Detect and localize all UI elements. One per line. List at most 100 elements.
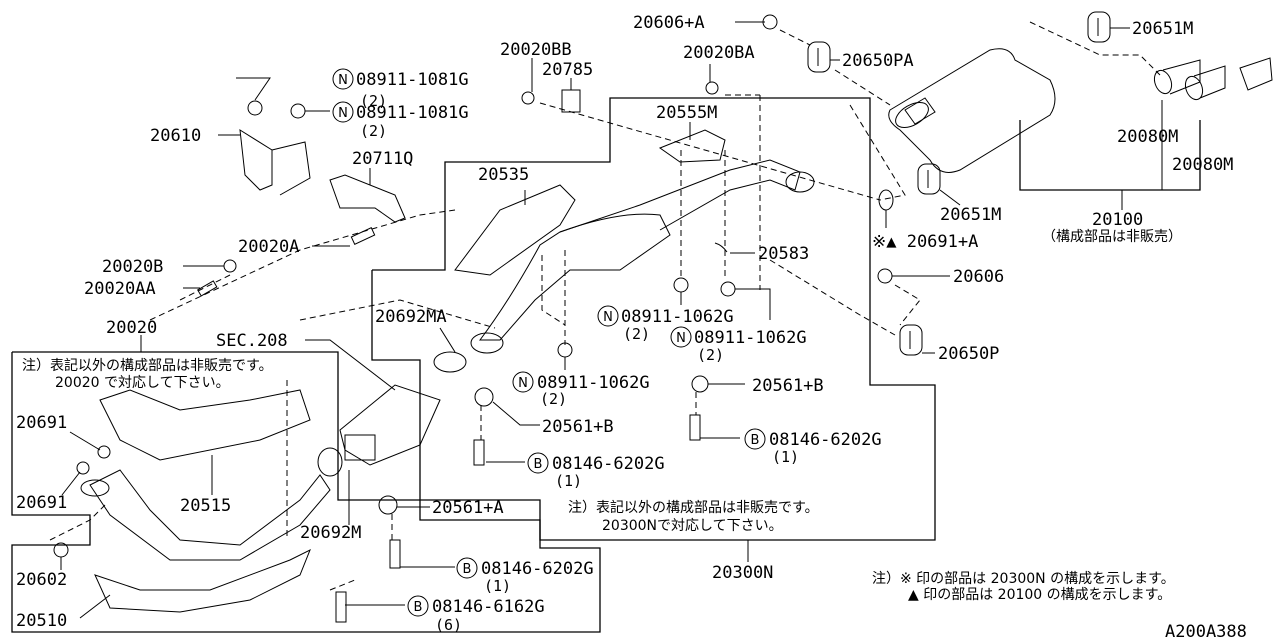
- frame-20300N: [371, 97, 936, 541]
- frame-20100: [1019, 120, 1201, 191]
- svg-text:08911-1062G: 08911-1062G: [694, 328, 807, 348]
- svg-text:N: N: [338, 106, 348, 121]
- svg-text:08146-6202G: 08146-6202G: [481, 559, 594, 579]
- front-exhaust-pipe: [80, 389, 331, 613]
- svg-text:08146-6202G: 08146-6202G: [769, 430, 882, 450]
- svg-text:B: B: [534, 457, 543, 472]
- svg-text:08911-1081G: 08911-1081G: [356, 103, 469, 123]
- nut-08911-1062G-b: [720, 281, 736, 297]
- label-20020: 20020: [106, 318, 157, 338]
- svg-text:08911-1062G: 08911-1062G: [621, 307, 734, 327]
- label-20650PA: 20650PA: [842, 51, 914, 71]
- gasket-20692M: [317, 447, 343, 477]
- label-20555M: 20555M: [656, 103, 717, 123]
- nut-08911-1062G-c: [557, 342, 573, 358]
- label-20510: 20510: [16, 611, 67, 631]
- heat-shield-20555M: [658, 129, 726, 163]
- svg-text:(1): (1): [484, 577, 511, 595]
- nut-08911-1081G-b: [290, 103, 306, 119]
- svg-text:08911-1062G: 08911-1062G: [537, 373, 650, 393]
- label-20711Q: 20711Q: [352, 149, 413, 169]
- svg-text:08911-1081G: 08911-1081G: [356, 70, 469, 90]
- hanger-20651M-mid: [917, 163, 941, 195]
- svg-text:(2): (2): [697, 346, 724, 364]
- svg-text:B: B: [751, 433, 760, 448]
- legend-note-line2: ▲ 印の部品は 20100 の構成を示します。: [908, 587, 1171, 603]
- gasket-20692MA: [433, 351, 467, 373]
- gasket-20691-a: [97, 445, 111, 459]
- label-20535: 20535: [478, 165, 529, 185]
- label-20020B: 20020B: [102, 257, 163, 277]
- note-20300N-line1: 注）表記以外の構成部品は非販売です。: [568, 499, 819, 516]
- heat-shield-20535: [454, 184, 576, 276]
- pre-catalyst-SEC208: [339, 384, 441, 466]
- label-20606: 20606: [953, 267, 1004, 287]
- hanger-20651M-top: [1087, 11, 1111, 43]
- bolt-08146-6162G: [335, 591, 347, 623]
- note-20020-line1: 注）表記以外の構成部品は非販売です。: [22, 357, 273, 374]
- svg-text:(2): (2): [540, 390, 567, 408]
- label-20602: 20602: [16, 570, 67, 590]
- label-20020A: 20020A: [238, 237, 299, 257]
- label-20020AA: 20020AA: [84, 279, 156, 299]
- svg-text:(6): (6): [435, 616, 462, 634]
- bracket-20785: [561, 89, 581, 113]
- fastener-callout: B 08146-6202G (1): [527, 452, 665, 490]
- gasket-20691-b: [76, 461, 90, 475]
- fastener-callout: N 08911-1062G (2): [512, 371, 650, 408]
- label-20691-a: 20691: [16, 413, 67, 433]
- label-20561B-1: 20561+B: [542, 417, 614, 437]
- clamp-20561A: [378, 495, 398, 515]
- fastener-callout: N 08911-1062G (2): [670, 326, 807, 364]
- label-20606A: 20606+A: [633, 13, 705, 33]
- bolt-20020A: [350, 227, 376, 245]
- label-20785: 20785: [542, 60, 593, 80]
- svg-text:B: B: [463, 562, 472, 577]
- nut-08911-1081G-a: [247, 100, 263, 116]
- nut-20020BB: [521, 91, 535, 105]
- svg-text:N: N: [603, 310, 613, 325]
- clamp-20561B-2: [691, 375, 709, 393]
- label-20020BB: 20020BB: [500, 40, 572, 60]
- label-20692M: 20692M: [300, 523, 361, 543]
- bolt-08146-6202G-b: [689, 414, 701, 441]
- label-20561A: 20561+A: [432, 498, 504, 518]
- svg-text:B: B: [414, 600, 423, 615]
- note-20020-line2: 20020 で対応して下さい。: [55, 375, 230, 391]
- svg-text:(1): (1): [555, 472, 582, 490]
- svg-text:(2): (2): [360, 122, 387, 140]
- fastener-callout: B 08146-6202G (1): [744, 428, 882, 466]
- label-20691-b: 20691: [16, 493, 67, 513]
- label-20650P: 20650P: [938, 344, 999, 364]
- center-pipe: [470, 159, 815, 354]
- bracket-20583: [714, 242, 728, 253]
- bolt-20606A: [762, 14, 778, 30]
- svg-text:08146-6162G: 08146-6162G: [432, 597, 545, 617]
- stud-20020AA: [197, 280, 218, 297]
- svg-text:(2): (2): [623, 325, 650, 343]
- fastener-callout: N 08911-1062G (2): [597, 305, 734, 343]
- bolt-20606: [877, 268, 893, 284]
- label-20080M-1: 20080M: [1117, 127, 1178, 147]
- label-20100: 20100: [1092, 210, 1143, 230]
- label-20651M-mid: 20651M: [940, 205, 1001, 225]
- svg-text:N: N: [518, 376, 528, 391]
- label-20583: 20583: [758, 244, 809, 264]
- label-20561B-2: 20561+B: [752, 376, 824, 396]
- label-20692MA: 20692MA: [375, 307, 447, 327]
- hanger-20650P: [899, 324, 923, 356]
- fastener-callout: B 08146-6202G (1): [456, 557, 594, 595]
- fastener-callout: B 08146-6162G (6): [407, 595, 545, 634]
- svg-text:N: N: [338, 73, 348, 88]
- label-20651M-top: 20651M: [1132, 19, 1193, 39]
- frame-20020: [11, 351, 601, 633]
- fastener-callout: N 08911-1081G (2): [332, 101, 469, 140]
- clamp-20561B-1: [474, 387, 494, 407]
- note-20100-not-sold: （構成部品は非販売）: [1042, 229, 1182, 245]
- label-SEC208: SEC.208: [216, 331, 288, 351]
- svg-text:(1): (1): [772, 448, 799, 466]
- bolt-08146-6202G-c: [389, 539, 401, 569]
- nut-20020BA: [705, 81, 719, 95]
- nut-08911-1062G-a: [673, 277, 689, 293]
